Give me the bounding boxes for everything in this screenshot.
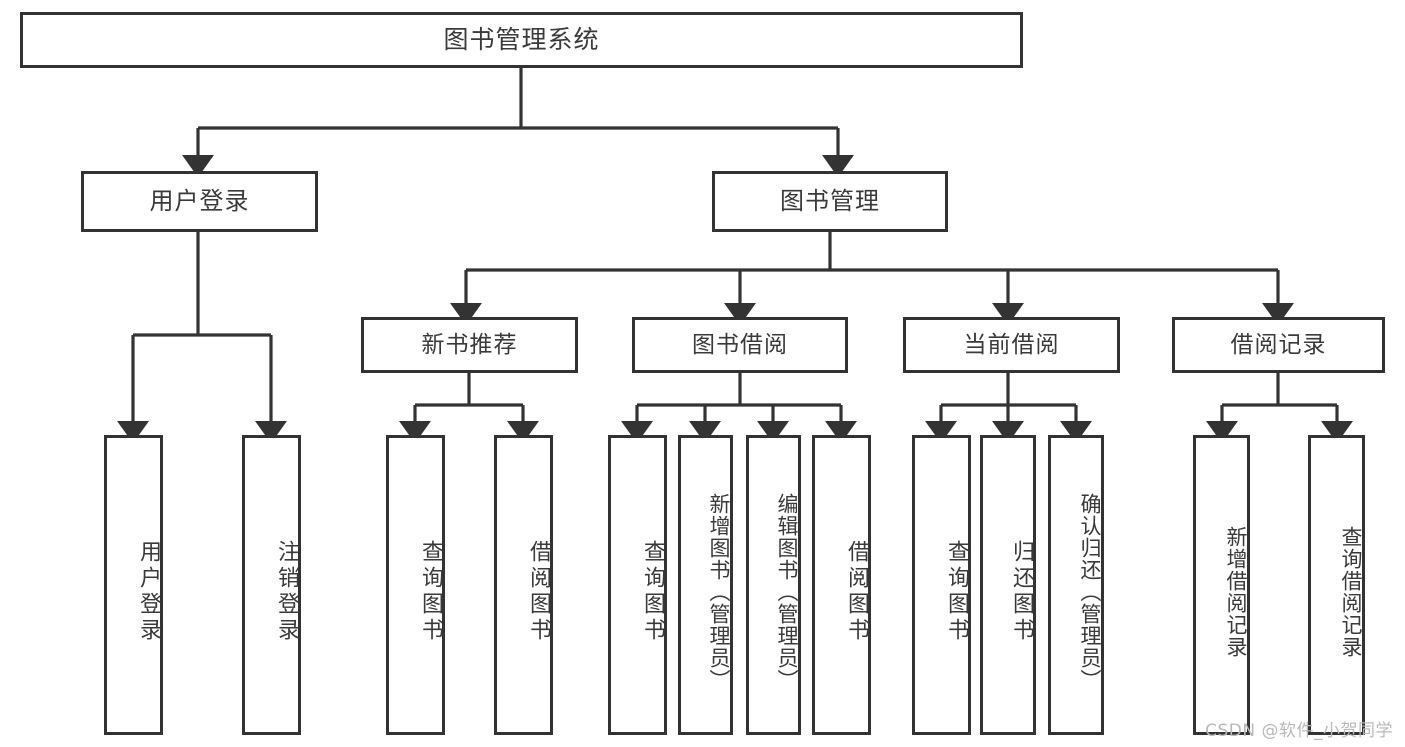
node-root-book-management-system[interactable]: 图书管理系统 xyxy=(20,12,1023,68)
leaf-borrow-record-add-record[interactable]: 新增借阅记录 xyxy=(1193,435,1250,735)
leaf-current-borrow-confirm-return-admin[interactable]: 确认归还（管理员） xyxy=(1048,435,1104,735)
leaf-book-borrow-edit-book-admin[interactable]: 编辑图书（管理员） xyxy=(746,435,801,735)
leaf-book-borrow-add-book-admin[interactable]: 新增图书（管理员） xyxy=(678,435,733,735)
node-current-borrow[interactable]: 当前借阅 xyxy=(903,317,1120,373)
leaf-user-login[interactable]: 用户登录 xyxy=(104,435,163,735)
leaf-borrow-record-query-record[interactable]: 查询借阅记录 xyxy=(1308,435,1365,735)
leaf-book-borrow-query-book[interactable]: 查询图书 xyxy=(608,435,667,735)
node-book-borrow[interactable]: 图书借阅 xyxy=(632,317,848,373)
leaf-new-book-query-book[interactable]: 查询图书 xyxy=(386,435,445,735)
leaf-new-book-borrow-book[interactable]: 借阅图书 xyxy=(494,435,553,735)
node-book-management[interactable]: 图书管理 xyxy=(712,171,948,232)
node-borrow-record[interactable]: 借阅记录 xyxy=(1172,317,1385,373)
node-new-book-recommend[interactable]: 新书推荐 xyxy=(361,317,578,373)
leaf-current-borrow-return-book[interactable]: 归还图书 xyxy=(980,435,1036,735)
leaf-book-borrow-borrow-book[interactable]: 借阅图书 xyxy=(812,435,871,735)
leaf-user-logout[interactable]: 注销登录 xyxy=(242,435,301,735)
csdn-watermark: CSDN @软件_小贺同学 xyxy=(1205,721,1393,741)
node-user-login[interactable]: 用户登录 xyxy=(81,171,318,232)
leaf-current-borrow-query-book[interactable]: 查询图书 xyxy=(912,435,971,735)
